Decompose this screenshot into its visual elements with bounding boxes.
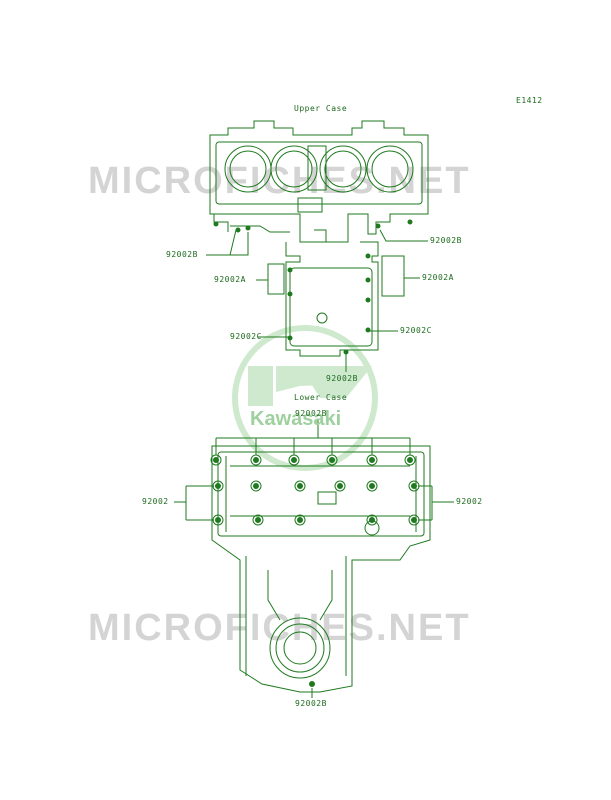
callout-lower-bottom-b: 92002B (295, 699, 327, 708)
lower-case-heading: Lower Case (294, 393, 348, 402)
upper-case-heading: Upper Case (294, 104, 348, 113)
kawasaki-logo (232, 325, 378, 471)
callout-upper-right-a: 92002A (422, 273, 454, 282)
lower-leaders (174, 420, 454, 698)
callout-upper-left-b: 92002B (166, 250, 198, 259)
diagram-code: E1412 (516, 96, 543, 105)
callout-lower-right: 92002 (456, 497, 483, 506)
watermark-top: MICROFICHES.NET (88, 160, 471, 202)
lower-case-drawing (210, 445, 431, 693)
callout-lower-top-b: 92002B (295, 409, 327, 418)
callout-upper-right-b: 92002B (430, 236, 462, 245)
upper-leaders (206, 229, 428, 372)
kawasaki-logo-text: Kawasaki (250, 408, 342, 430)
callout-lower-left: 92002 (142, 497, 169, 506)
upper-case-drawing (209, 120, 429, 357)
callout-upper-left-c: 92002C (230, 332, 262, 341)
callout-upper-left-a: 92002A (214, 275, 246, 284)
callout-upper-right-c: 92002C (400, 326, 432, 335)
callout-upper-bottom-b: 92002B (326, 374, 358, 383)
